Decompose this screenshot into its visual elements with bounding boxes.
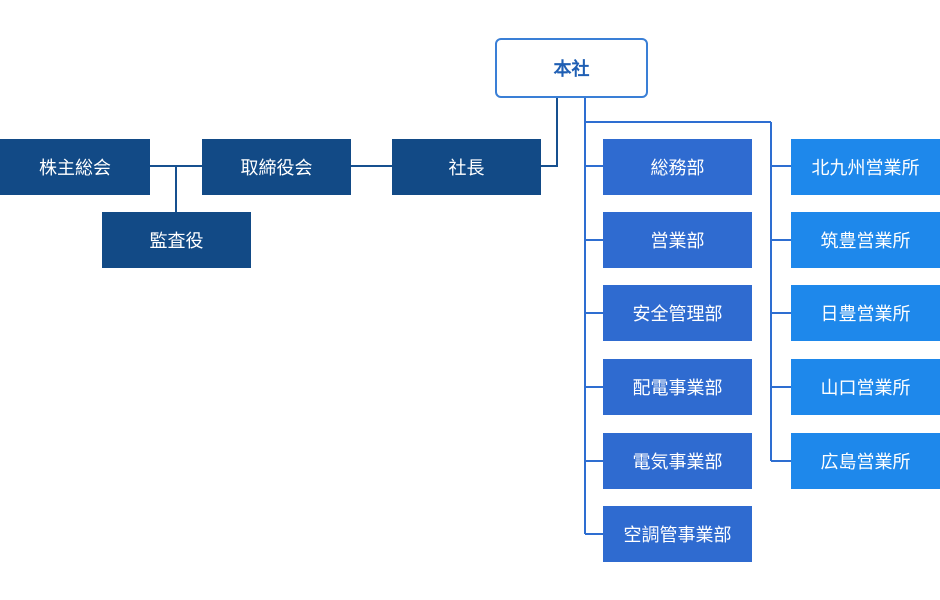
node-department: 安全管理部 bbox=[603, 285, 752, 341]
node-sales-office: 山口営業所 bbox=[791, 359, 940, 415]
node-board-of-directors: 取締役会 bbox=[202, 139, 351, 195]
node-department: 総務部 bbox=[603, 139, 752, 195]
node-auditor: 監査役 bbox=[102, 212, 251, 268]
node-department: 営業部 bbox=[603, 212, 752, 268]
node-department: 空調管事業部 bbox=[603, 506, 752, 562]
node-department: 配電事業部 bbox=[603, 359, 752, 415]
node-sales-office: 日豊営業所 bbox=[791, 285, 940, 341]
node-department: 電気事業部 bbox=[603, 433, 752, 489]
node-sales-office: 広島営業所 bbox=[791, 433, 940, 489]
node-sales-office: 筑豊営業所 bbox=[791, 212, 940, 268]
node-president: 社長 bbox=[392, 139, 541, 195]
node-sales-office: 北九州営業所 bbox=[791, 139, 940, 195]
connector-president-root bbox=[541, 97, 558, 167]
root-node-honsha: 本社 bbox=[495, 38, 648, 98]
node-shareholders-meeting: 株主総会 bbox=[0, 139, 150, 195]
